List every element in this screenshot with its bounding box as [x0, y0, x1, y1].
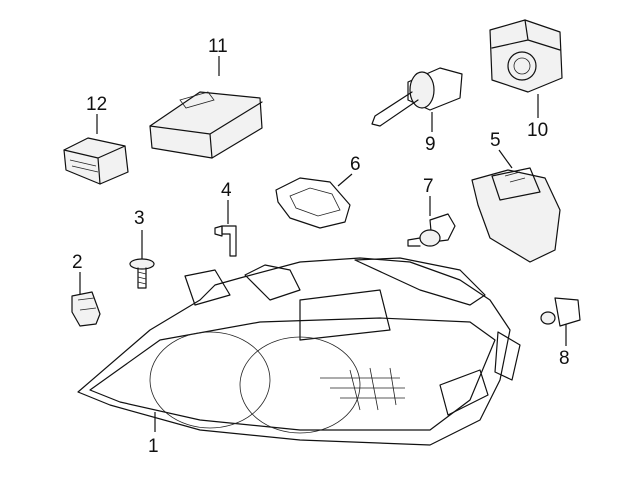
part-small-module [63, 137, 129, 185]
callout-3: 3 [134, 208, 145, 229]
part-cover-housing [471, 167, 561, 263]
part-headlamp-assembly [77, 257, 521, 446]
callout-9: 9 [425, 134, 436, 155]
leader-6 [337, 173, 353, 187]
callout-labels: 1 2 3 4 5 6 7 8 9 10 11 12 [72, 36, 570, 457]
part-bulb-9 [371, 67, 463, 127]
callout-1: 1 [148, 436, 159, 457]
part-bulb-socket-7 [407, 213, 456, 247]
callout-10: 10 [527, 120, 548, 141]
part-bulb-8 [540, 297, 581, 327]
callout-2: 2 [72, 252, 83, 273]
callout-11: 11 [208, 36, 228, 57]
callout-6: 6 [350, 154, 361, 175]
part-gasket [275, 177, 351, 229]
part-clip [71, 291, 101, 327]
callout-5: 5 [490, 130, 501, 151]
part-screw [129, 258, 155, 289]
callout-8: 8 [559, 348, 570, 369]
callout-7: 7 [423, 176, 434, 197]
callout-4: 4 [221, 180, 232, 201]
part-vent-hose [214, 225, 237, 257]
leader-5 [498, 149, 513, 169]
callout-leaders [79, 56, 567, 432]
part-igniter-box [489, 19, 563, 93]
callout-12: 12 [86, 94, 107, 115]
part-control-module [149, 91, 263, 159]
